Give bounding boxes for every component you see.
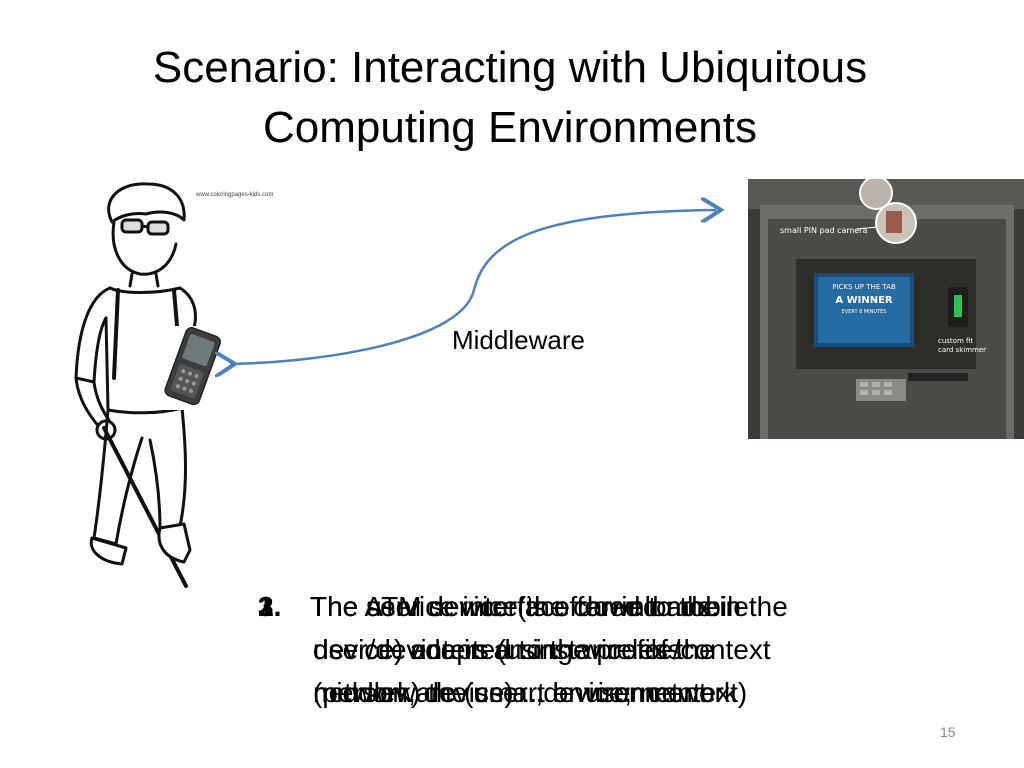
step-2-line-2: user/device in an instance of the bbox=[313, 634, 715, 665]
middleware-label: Middleware bbox=[452, 325, 585, 355]
step-1-number: 1. bbox=[258, 591, 282, 622]
step-3-line-1: The service interface downloads in the bbox=[310, 591, 788, 622]
step-1-line-1: The user device (the carried mobile bbox=[310, 591, 749, 622]
step-2-line-3: middleware (user ;device; network) bbox=[313, 677, 748, 708]
title-line-2: Computing Environments bbox=[262, 103, 757, 152]
person-with-cane-illustration bbox=[74, 182, 197, 588]
step-1-line-3: network) the smart environment bbox=[313, 677, 707, 708]
title-line-1: Scenario: Interacting with Ubiquitous bbox=[152, 43, 868, 92]
step-3-line-2: device, adapted to the profile/context bbox=[313, 634, 771, 665]
page-number: 15 bbox=[940, 724, 956, 740]
web-source-tag: www.coloringpages-kids.com bbox=[196, 192, 274, 198]
step-2-number: 2. bbox=[258, 591, 282, 622]
atm-screen-text-3: EVERY 8 MINUTES bbox=[842, 309, 887, 315]
atm-skimmer-label-1: custom fit bbox=[938, 337, 973, 345]
step-text-stack: 1. The user device (the carried mobile de… bbox=[258, 585, 988, 715]
atm-camera-label: small PIN pad camera bbox=[780, 226, 867, 235]
atm-skimmer-label-2: card skimmer bbox=[938, 346, 986, 354]
slide-title: Scenario: Interacting with Ubiquitous Co… bbox=[60, 38, 960, 158]
atm-screen-text-2: A WINNER bbox=[835, 295, 893, 306]
step-3-line-3: (person, device) ... or user context bbox=[313, 677, 738, 708]
step-2-line-1: The ATM service is offered to the bbox=[310, 591, 719, 622]
atm-photo: PICKS UP THE TAB A WINNER EVERY 8 MINUTE… bbox=[748, 179, 1024, 439]
handheld-device-image bbox=[152, 326, 232, 410]
step-1-line-2: device) enters (using wireless bbox=[313, 634, 682, 665]
atm-screen-text-1: PICKS UP THE TAB bbox=[832, 283, 896, 291]
step-3-number: 3. bbox=[258, 591, 282, 622]
